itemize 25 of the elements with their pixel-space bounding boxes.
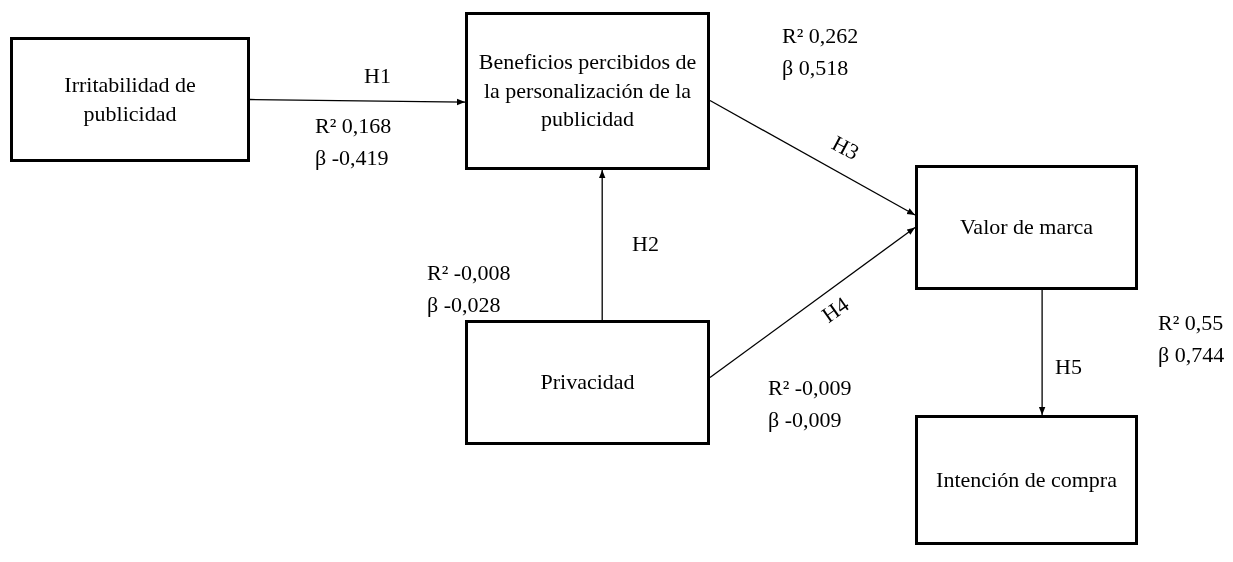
variable-box [915,165,1138,290]
coefficient-label: β -0,028 [427,293,501,318]
node-label: Intención de compra [936,465,1117,494]
arrow [709,226,916,379]
coefficient-label: R² 0,55 [1158,311,1224,336]
variable-box [915,415,1138,545]
variable-box [465,12,710,170]
coefficient-label: β -0,419 [315,146,389,171]
coefficient-label: R² -0,009 [768,376,852,401]
variable-box [10,37,250,162]
coefficient-label: R² 0,168 [315,114,392,139]
variable-box [465,320,710,445]
coefficient-label: β -0,009 [768,408,842,433]
node-label: Valor de marca [959,213,1094,242]
coefficient-label: R² 0,262 [782,24,859,49]
arrow [1038,289,1046,416]
arrow [599,169,606,321]
coefficient-label: β 0,744 [1158,343,1225,368]
arrow [249,98,466,106]
node-label: Beneficios percibidos de la personalización de la publicidad [477,48,698,134]
node-label: Irritabilidad de publicidad [63,70,197,128]
node-label: Privacidad [540,368,635,397]
arrow [709,99,916,216]
coefficient-label: R² -0,008 [427,261,511,286]
coefficient-label: β 0,518 [782,56,849,81]
